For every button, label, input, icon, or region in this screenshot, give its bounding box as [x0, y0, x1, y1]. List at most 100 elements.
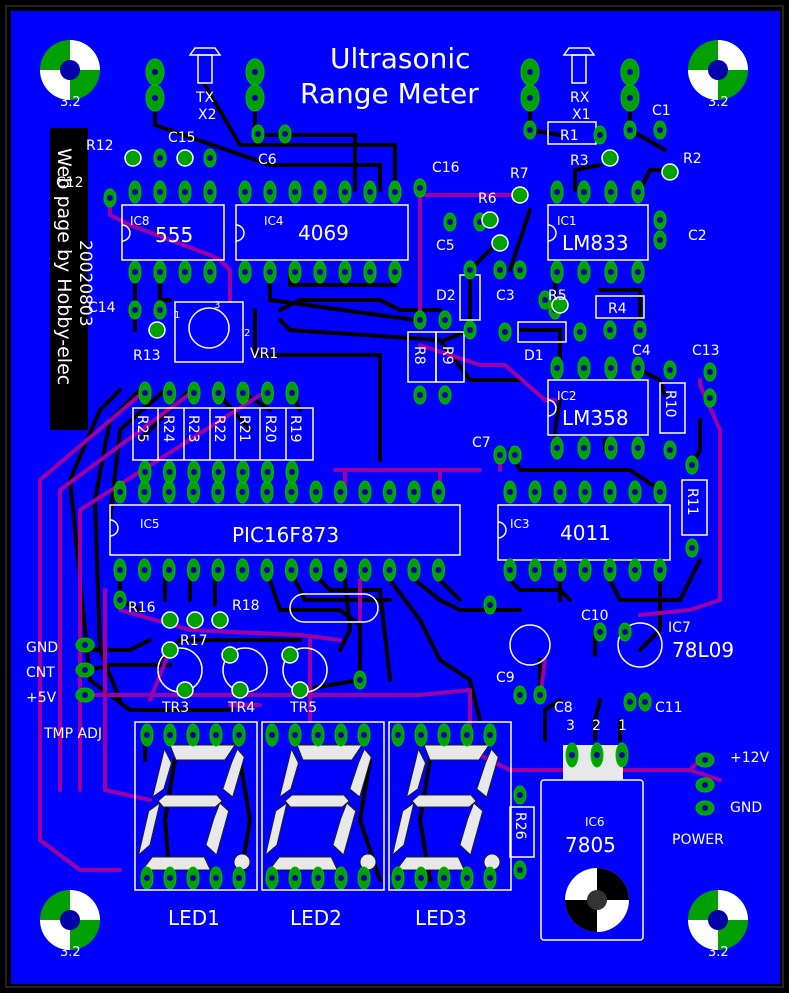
- pad-hole: [527, 69, 533, 75]
- label-ic7-part: 78L09: [672, 638, 734, 662]
- led1-digit: [137, 744, 245, 871]
- pad-hole: [532, 489, 538, 495]
- pad-hole: [240, 390, 246, 396]
- pad-hole: [464, 732, 470, 738]
- pad-hole: [386, 489, 393, 495]
- label-c6: C6: [258, 152, 277, 168]
- pad-hole: [337, 489, 344, 495]
- pad-hole: [386, 567, 393, 573]
- pad-hole: [667, 447, 673, 453]
- round-pad: [176, 149, 194, 167]
- label-r17: R17: [180, 633, 208, 649]
- pad-hole: [608, 445, 614, 451]
- label-c15: C15: [168, 130, 196, 146]
- pad-hole: [152, 95, 158, 101]
- label-r11: R11: [684, 488, 700, 516]
- pad-hole: [317, 189, 323, 195]
- pad-hole: [117, 489, 123, 495]
- label-r20: R20: [262, 415, 278, 443]
- led3-digit: [391, 744, 499, 871]
- pad-hole: [315, 732, 321, 738]
- pad-hole: [447, 219, 453, 225]
- pad-hole: [142, 390, 148, 396]
- pad-hole: [597, 132, 603, 138]
- pad-hole: [252, 69, 258, 75]
- pad-hole: [594, 752, 600, 758]
- pad-hole: [597, 629, 603, 635]
- pad-hole: [635, 269, 641, 275]
- pad-hole: [467, 267, 473, 273]
- label-r16: R16: [128, 600, 156, 616]
- top-traces: [38, 193, 722, 872]
- label-d2: D2: [436, 288, 456, 304]
- pad-hole: [167, 732, 173, 738]
- label-c12: C12: [56, 175, 84, 191]
- pad-hole: [157, 189, 163, 195]
- label-r26: R26: [512, 812, 528, 840]
- hole-7805: [565, 868, 629, 932]
- label-ic5: IC5: [140, 517, 160, 531]
- pad-hole: [361, 875, 367, 881]
- pad-hole: [213, 875, 219, 881]
- round-pad: [231, 681, 249, 699]
- label-c13: C13: [692, 343, 720, 359]
- pad-hole: [215, 489, 221, 495]
- pad-hole: [292, 732, 298, 738]
- pad-hole: [157, 269, 163, 275]
- label-r7: R7: [510, 166, 529, 182]
- label-c5: C5: [436, 238, 455, 254]
- pad-hole: [637, 327, 643, 333]
- pad-hole: [517, 692, 523, 698]
- label-ic8-part: 555: [155, 223, 193, 247]
- label-plus12v: +12V: [730, 750, 770, 766]
- pad-hole: [152, 69, 158, 75]
- hole-top-left: [40, 40, 100, 100]
- pad-hole: [144, 875, 150, 881]
- label-hole-tl: 3.2: [60, 95, 81, 110]
- title-line1: Ultrasonic: [330, 42, 471, 75]
- label-c11: C11: [655, 700, 683, 716]
- label-ic5-part: PIC16F873: [232, 523, 339, 547]
- label-pin1: 1: [618, 718, 627, 734]
- pad-hole: [435, 567, 442, 573]
- label-r1: R1: [560, 128, 579, 144]
- pad-hole: [132, 269, 138, 275]
- pad-hole: [487, 602, 493, 608]
- pad-hole: [702, 757, 708, 763]
- pad-hole: [342, 269, 348, 275]
- pad-hole: [215, 390, 222, 396]
- pad-hole: [632, 489, 638, 495]
- round-pad: [481, 211, 499, 229]
- pad-hole: [532, 567, 538, 573]
- pad-hole: [507, 567, 513, 573]
- label-r23: R23: [185, 415, 201, 443]
- label-led1: LED1: [168, 906, 220, 930]
- pad-hole: [608, 189, 614, 195]
- pad-hole: [527, 127, 533, 133]
- silkscreen-text: Ultrasonic Range Meter TX X2 RX X1 R1 R2…: [26, 42, 770, 960]
- label-ic3-part: 4011: [560, 521, 611, 545]
- pad-hole: [338, 875, 344, 881]
- board-outline: [5, 5, 784, 988]
- pad-hole: [215, 567, 221, 573]
- label-hole-bl: 3.2: [60, 945, 81, 960]
- hole-top-right: [688, 40, 748, 100]
- pad-hole: [191, 469, 197, 475]
- round-pad: [281, 646, 299, 664]
- title-line2: Range Meter: [300, 77, 479, 110]
- pad-hole: [507, 489, 513, 495]
- pad-hole: [512, 452, 518, 458]
- round-pad: [551, 296, 569, 314]
- label-power: POWER: [672, 832, 724, 848]
- label-ic2: IC2: [557, 389, 577, 403]
- pad-hole: [581, 269, 587, 275]
- pad-hole: [342, 189, 348, 195]
- side-text-line2: 20020803: [75, 240, 95, 327]
- pad-hole: [554, 445, 560, 451]
- label-ic1-part: LM833: [562, 231, 629, 255]
- pad-hole: [288, 489, 295, 495]
- label-plus5v: +5V: [26, 690, 57, 706]
- seven-segment-displays: [137, 744, 501, 871]
- label-r12: R12: [86, 138, 114, 154]
- label-c8: C8: [554, 700, 573, 716]
